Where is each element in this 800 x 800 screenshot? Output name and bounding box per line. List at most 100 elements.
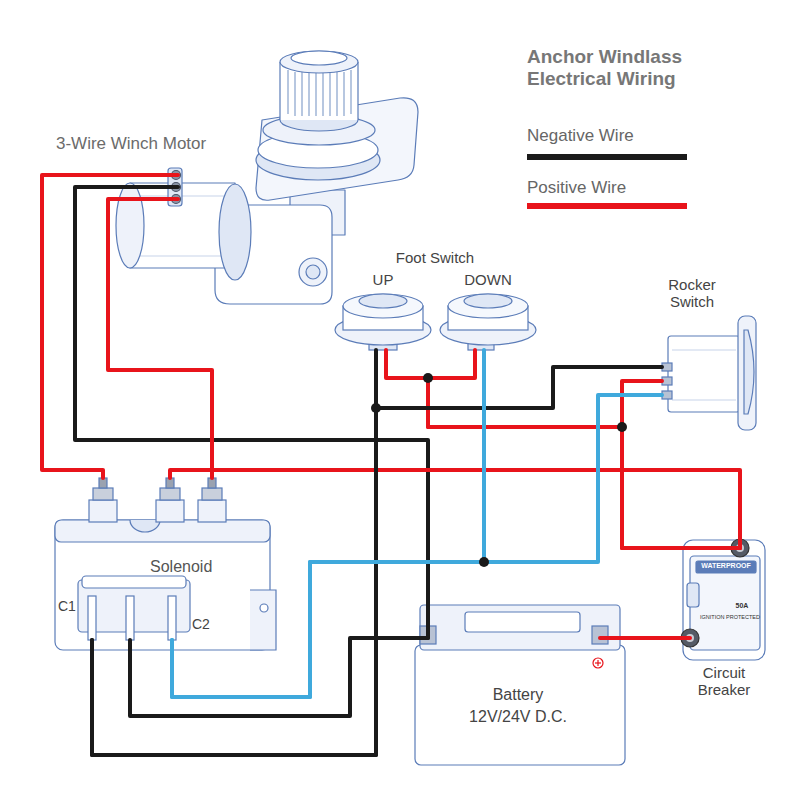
foot-switch-drawing bbox=[335, 294, 536, 350]
battery-drawing bbox=[415, 605, 625, 765]
foot-switch-drawing bbox=[343, 294, 423, 318]
solenoid-drawing bbox=[55, 520, 270, 650]
solenoid-drawing bbox=[250, 590, 276, 650]
solenoid-drawing bbox=[126, 596, 134, 640]
wire bbox=[600, 636, 690, 640]
wire bbox=[92, 367, 662, 755]
foot-switch-drawing bbox=[448, 294, 528, 318]
windlass-drawing bbox=[294, 72, 296, 116]
junction-dot bbox=[617, 422, 627, 432]
circuit-breaker: WATERPROOF50AIGNITION PROTECTEDCircuit B… bbox=[690, 548, 765, 660]
solenoid-drawing bbox=[89, 500, 117, 522]
windlass-drawing bbox=[291, 51, 347, 65]
wire bbox=[130, 638, 428, 716]
legend-swatch bbox=[527, 154, 687, 160]
windlass-drawing bbox=[140, 195, 228, 196]
windlass-drawing bbox=[306, 265, 320, 279]
wire bbox=[172, 395, 662, 697]
solenoid-drawing bbox=[55, 520, 270, 542]
component-label: Solenoid bbox=[150, 558, 212, 576]
component-label: 3-Wire Winch Motor bbox=[56, 134, 206, 154]
component-label: Rocker Switch bbox=[656, 276, 728, 311]
diagram-title: Anchor Windlass Electrical Wiring bbox=[527, 46, 717, 90]
marking-text: IGNITION PROTECTED bbox=[700, 614, 760, 620]
windlass-drawing bbox=[279, 62, 280, 120]
junction-dot bbox=[479, 557, 489, 567]
battery-drawing bbox=[592, 626, 608, 644]
windlass-drawing bbox=[280, 51, 358, 73]
breaker-drawing bbox=[696, 561, 756, 573]
junction-dot bbox=[371, 373, 627, 567]
rocker-switch-drawing bbox=[738, 316, 756, 430]
solenoid-drawing bbox=[198, 500, 226, 522]
windlass-drawing bbox=[350, 70, 352, 114]
rocker-switch-drawing bbox=[668, 336, 740, 412]
component-label: Battery bbox=[493, 686, 544, 704]
battery-drawing bbox=[593, 658, 603, 668]
windlass-drawing bbox=[301, 72, 303, 116]
component-label: Circuit Breaker bbox=[684, 664, 764, 699]
solenoid-drawing bbox=[156, 500, 184, 522]
foot-switch-drawing bbox=[464, 294, 512, 308]
solenoid-drawing bbox=[88, 596, 96, 640]
windlass-drawing bbox=[308, 72, 310, 116]
windlass-drawing bbox=[287, 70, 289, 114]
windlass-drawing bbox=[299, 258, 327, 286]
solenoid-drawing bbox=[82, 576, 186, 588]
windlass-drawing bbox=[116, 51, 418, 304]
windlass-drawing bbox=[357, 62, 358, 120]
battery-drawing bbox=[465, 612, 580, 632]
wire bbox=[428, 350, 740, 548]
battery-drawing bbox=[415, 645, 625, 765]
breaker-drawing bbox=[681, 539, 765, 660]
wire bbox=[386, 350, 740, 548]
battery-drawing bbox=[597, 660, 598, 666]
battery-drawing bbox=[420, 605, 620, 650]
foot-switch-drawing bbox=[359, 294, 407, 308]
windlass-drawing bbox=[329, 72, 331, 116]
legend-text: Positive Wire bbox=[527, 178, 626, 198]
rating-text: 50A bbox=[736, 602, 749, 610]
group-label: Foot Switch bbox=[396, 249, 474, 266]
solenoid-drawing bbox=[260, 604, 268, 612]
winch-motor: 3-Wire Winch Motor bbox=[178, 170, 338, 300]
windlass-drawing bbox=[288, 70, 351, 116]
solenoid-drawing bbox=[93, 488, 113, 500]
wire-group bbox=[42, 175, 740, 755]
breaker-drawing bbox=[687, 583, 699, 607]
rocker-switch: Rocker Switch bbox=[662, 320, 757, 420]
wire bbox=[622, 381, 740, 548]
switch-label: DOWN bbox=[464, 271, 512, 288]
terminal-label: C2 bbox=[192, 616, 210, 632]
foot-switch: UP bbox=[335, 295, 430, 350]
legend-text: Negative Wire bbox=[527, 126, 634, 146]
solenoid: SolenoidC1C2 bbox=[55, 478, 275, 640]
legend-swatch bbox=[527, 203, 687, 209]
windlass-drawing bbox=[343, 72, 345, 116]
windlass-drawing bbox=[116, 183, 144, 268]
windlass-drawing bbox=[322, 72, 324, 116]
rocker-switch-drawing bbox=[744, 330, 754, 414]
rocker-switch-drawing bbox=[672, 349, 736, 350]
switch-label: UP bbox=[373, 271, 394, 288]
solenoid-drawing bbox=[55, 478, 276, 650]
wire bbox=[108, 199, 212, 478]
solenoid-drawing bbox=[160, 488, 180, 500]
solenoid-drawing bbox=[168, 596, 176, 640]
rating-text: 12V/24V D.C. bbox=[469, 708, 567, 726]
rocker-switch-drawing bbox=[672, 399, 736, 400]
windlass-drawing bbox=[336, 72, 338, 116]
wire bbox=[172, 350, 484, 697]
foot-switch: DOWN bbox=[438, 295, 538, 350]
wire bbox=[92, 350, 376, 755]
windlass-drawing bbox=[219, 184, 251, 280]
breaker-drawing bbox=[690, 556, 760, 650]
marking-text: WATERPROOF bbox=[701, 562, 751, 570]
windlass-drawing bbox=[140, 255, 228, 256]
battery: Battery 12V/24V D.C. bbox=[412, 638, 625, 765]
windlass-drawing bbox=[315, 72, 317, 116]
